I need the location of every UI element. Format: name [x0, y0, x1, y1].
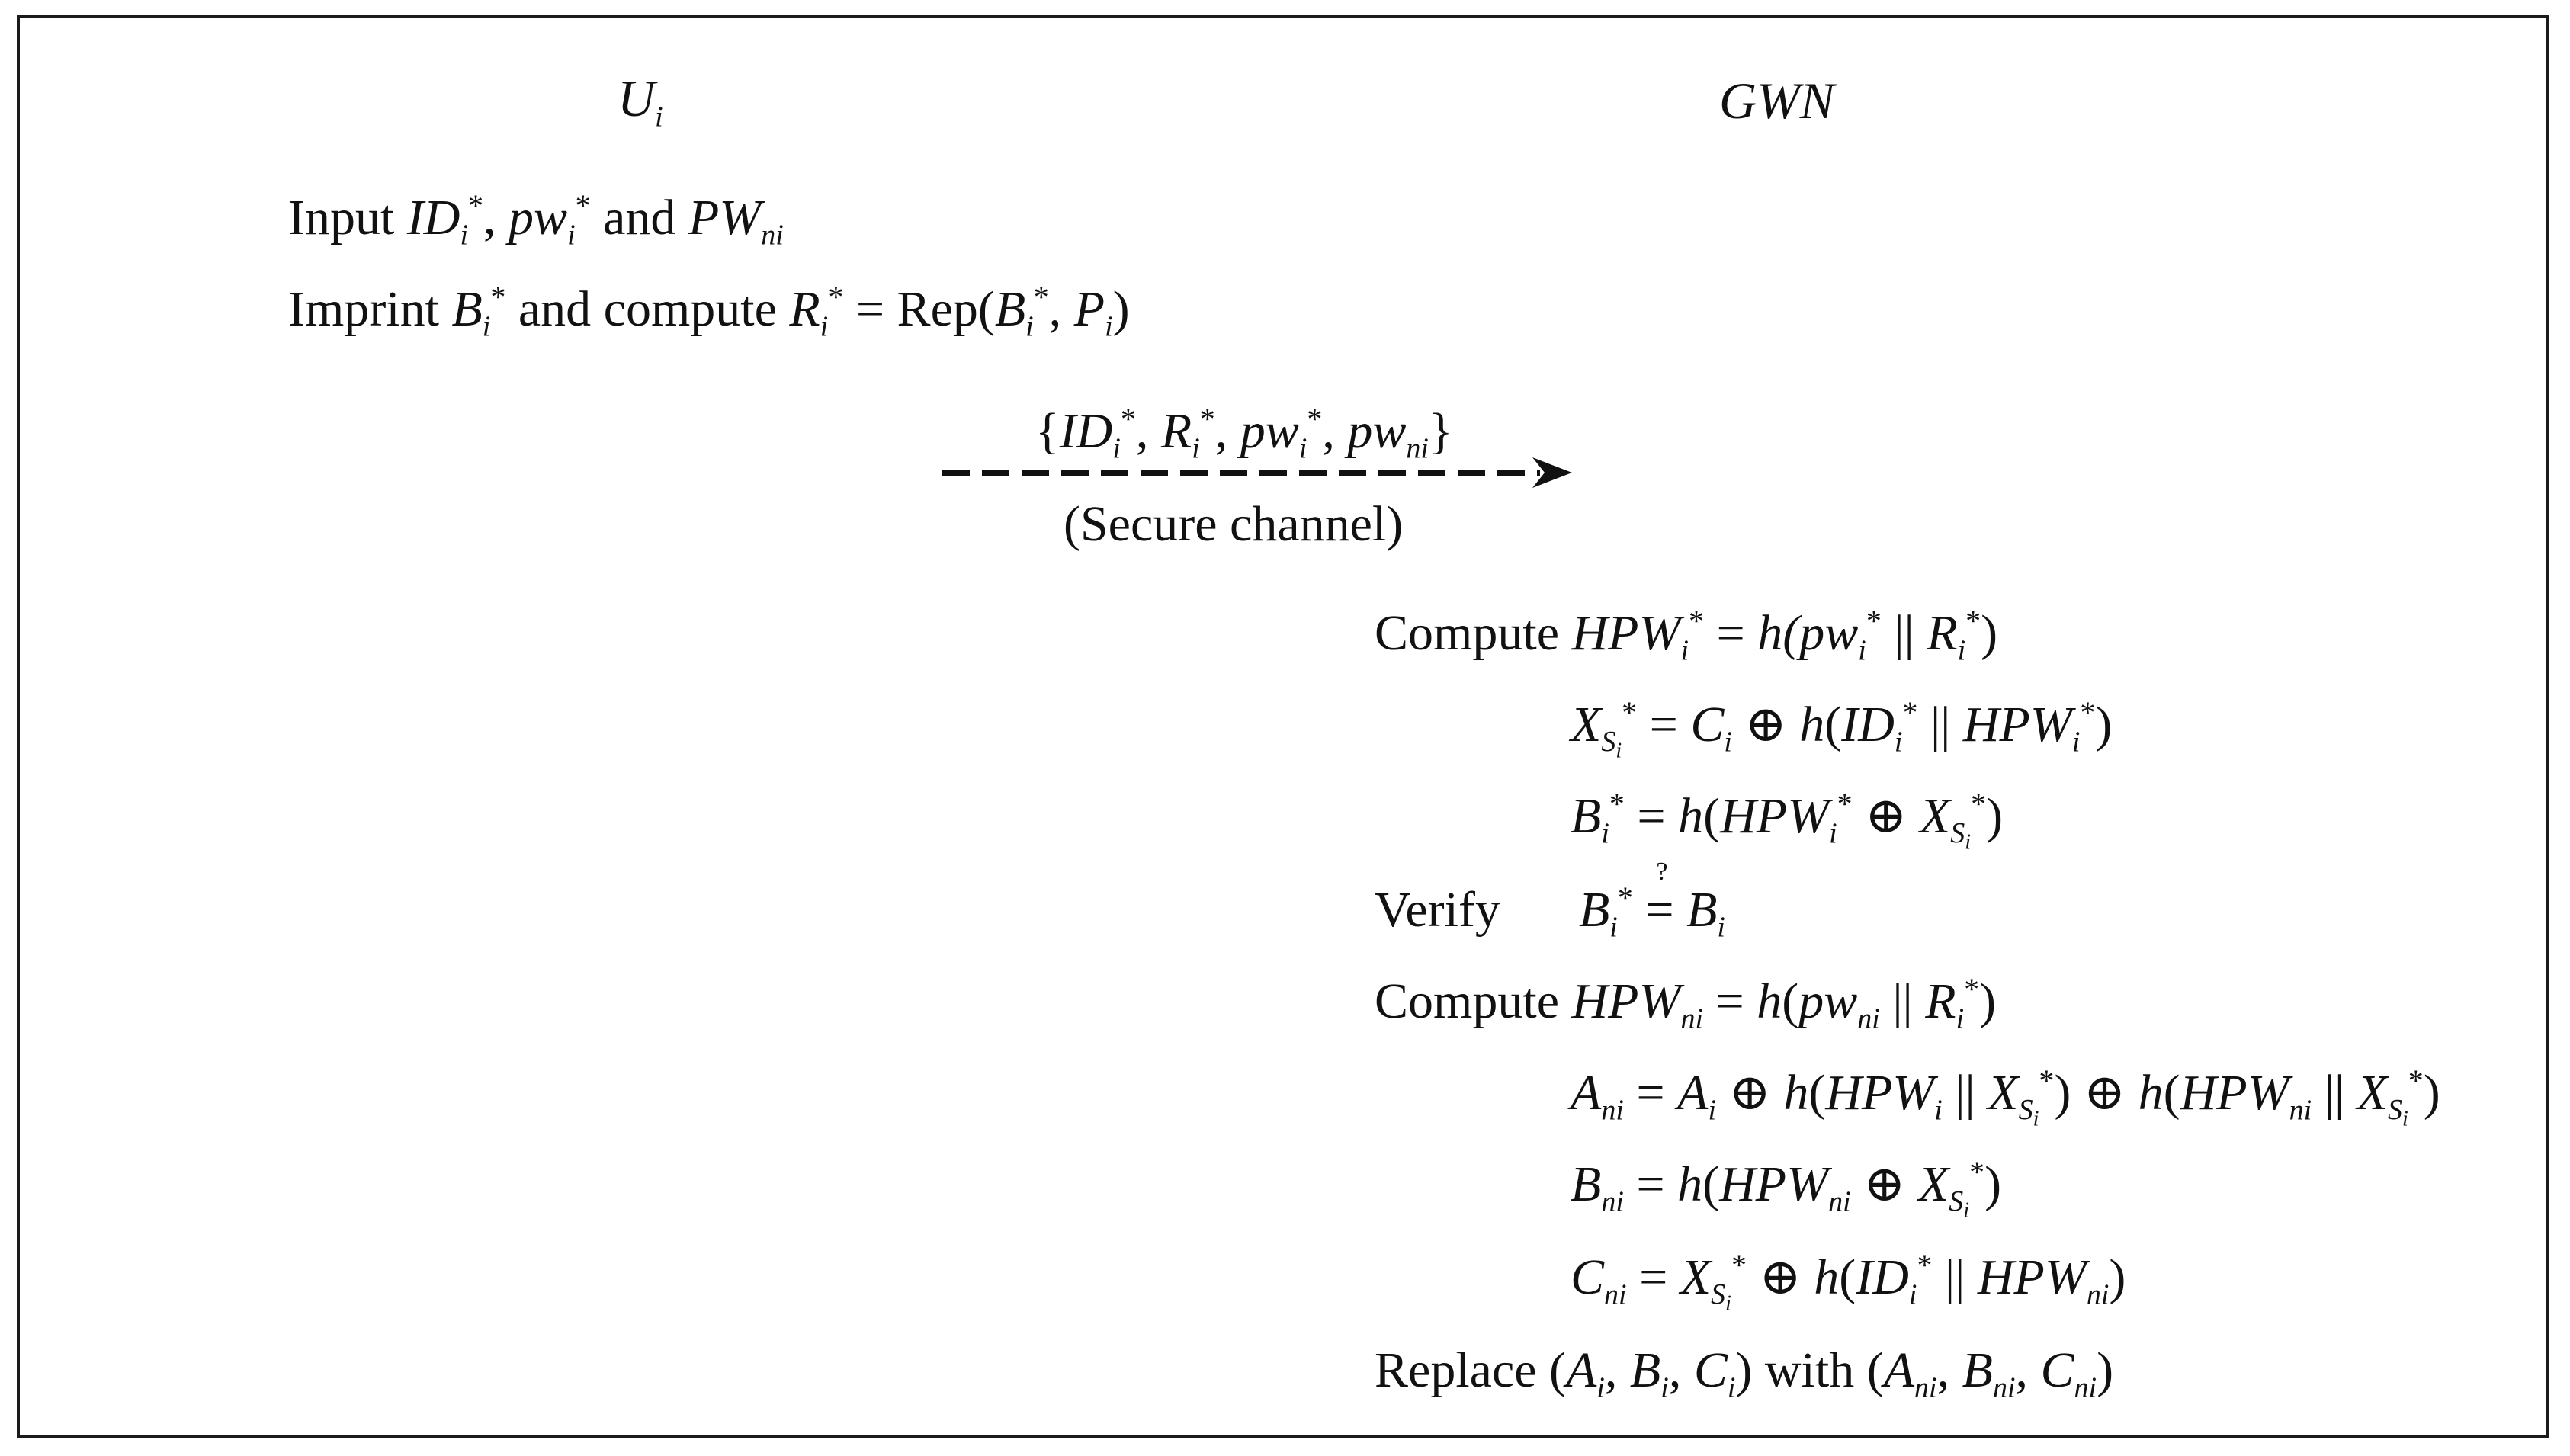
gwn-compute-hpwni: Compute HPWni = h(pwni || Ri*)	[1375, 972, 1997, 1035]
user-step-imprint: Imprint Bi* and compute Ri* = Rep(Bi*, P…	[288, 280, 1130, 343]
message-payload: {IDi*, Ri*, pwi*, pwni}	[1035, 402, 1453, 465]
gwn-compute-hpw: Compute HPWi* = h(pwi* || Ri*)	[1375, 604, 1998, 667]
party-gwn-header: GWN	[1719, 72, 1835, 130]
gwn-compute-bni: Bni = h(HPWni ⊕ XSi*)	[1571, 1155, 2002, 1223]
gwn-compute-b: Bi* = h(HPWi* ⊕ XSi*)	[1571, 787, 2004, 855]
user-step-input: Input IDi*, pwi* and PWni	[288, 188, 784, 252]
gwn-replace: Replace (Ai, Bi, Ci) with (Ani, Bni, Cni…	[1375, 1342, 2114, 1404]
gwn-compute-ani: Ani = Ai ⊕ h(HPWi || XSi*) ⊕ h(HPWni || …	[1571, 1063, 2440, 1131]
party-user-header: Ui	[618, 69, 663, 133]
gwn-verify: Verify Bi* ?= Bi	[1375, 858, 1725, 944]
secure-channel-arrow	[942, 457, 1572, 488]
gwn-compute-xs: XSi* = Ci ⊕ h(IDi* || HPWi*)	[1571, 695, 2113, 763]
secure-channel-label: (Secure channel)	[1064, 496, 1404, 552]
diagram-frame	[17, 15, 2549, 1438]
gwn-compute-cni: Cni = XSi* ⊕ h(IDi* || HPWni)	[1571, 1248, 2126, 1316]
